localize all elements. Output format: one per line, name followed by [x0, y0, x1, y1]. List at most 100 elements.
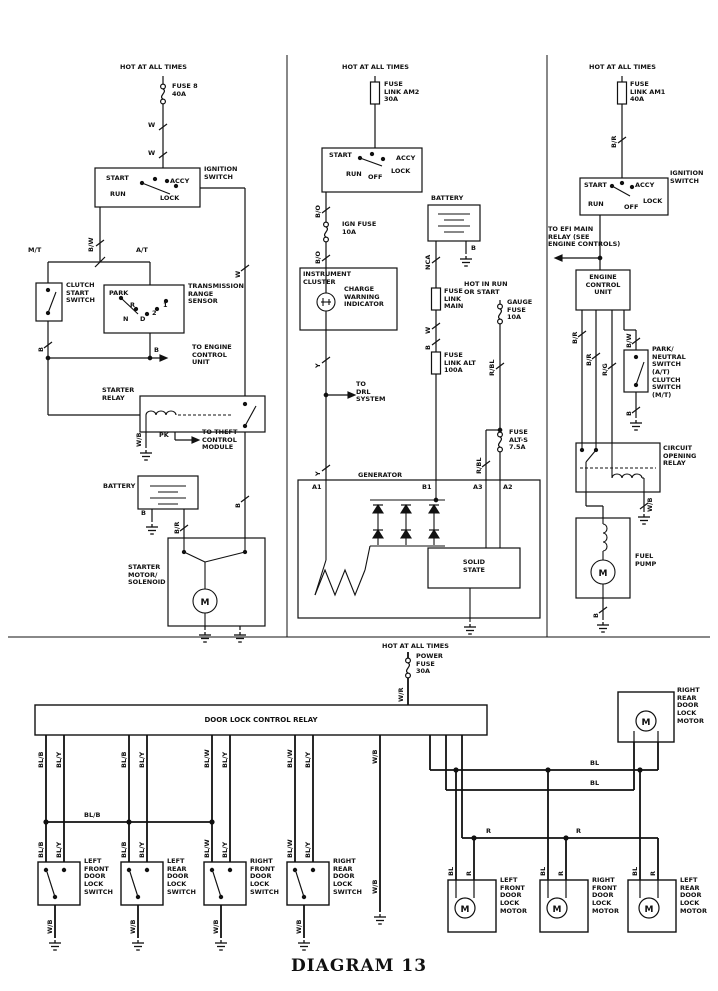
ground-icon [463, 623, 477, 635]
wire-label: BL/B [120, 751, 128, 768]
wire-label: B/O [314, 251, 322, 264]
label-to-engine-control-unit: TO ENGINE CONTROL UNIT [192, 343, 232, 367]
wire-label: Y [314, 363, 322, 368]
fuse-link-am2-icon [369, 81, 381, 105]
wire-label: W/B [371, 749, 379, 765]
wire-label: W [148, 121, 156, 129]
label-park-neutral-switch: PARK/ NEUTRAL SWITCH (A/T) CLUTCH SWITCH… [652, 345, 686, 399]
label-left-front-door-lock-motor: LEFT FRONT DOOR LOCK MOTOR [500, 876, 527, 915]
ground-icon [145, 523, 159, 535]
wire-label: BL/Y [304, 841, 312, 858]
generator-box [297, 479, 541, 619]
fuel-pump-circuit-symbols [553, 81, 656, 633]
label-lock: LOCK [391, 167, 411, 175]
wire-label: B [234, 503, 242, 508]
label-instrument-cluster: INSTRUMENT CLUSTER [303, 270, 352, 286]
label-pos-2: 2 [152, 309, 157, 317]
wire-label: R [649, 870, 657, 876]
generator-internals [314, 480, 501, 622]
wire-label: R [557, 870, 565, 876]
starting-system-symbols [45, 83, 257, 643]
door-lock-symbols [43, 657, 660, 951]
wire-label: BL/B [120, 841, 128, 858]
ignition-switch-box-right [579, 177, 669, 216]
wire-label: R [576, 827, 582, 835]
wire-label: PK [159, 431, 169, 439]
right-front-door-lock-switch-box [203, 861, 247, 906]
wire-label: BL [590, 779, 600, 787]
door-lock-wires [45, 652, 659, 938]
label-start: START [584, 181, 607, 189]
label-off: OFF [368, 173, 383, 181]
right-rear-door-lock-motor-box [617, 691, 675, 743]
wire-label: BL/B [37, 841, 45, 858]
arrow-to-efi-main-relay [553, 254, 563, 262]
wire-label: B [141, 509, 146, 517]
label-to-theft-control-module: TO THEFT CONTROL MODULE [202, 428, 238, 452]
fuel-pump-choke-coil [602, 523, 608, 552]
label-terminal-b1: B1 [422, 483, 432, 491]
label-starter-motor-solenoid: STARTER MOTOR/ SOLENOID [128, 563, 166, 587]
wire-label: BL/Y [138, 751, 146, 768]
left-front-door-lock-switch-box [37, 861, 81, 906]
label-door-lock-control-relay: DOOR LOCK CONTROL RELAY [204, 716, 318, 724]
wire-label: B [37, 347, 45, 352]
label-right-front-door-lock-switch: RIGHT FRONT DOOR LOCK SWITCH [250, 857, 279, 896]
park-neutral-switch-box [623, 349, 649, 393]
label-run: RUN [110, 190, 126, 198]
label-fuse-link-main: FUSE LINK MAIN [444, 287, 464, 311]
wire-label: Y [314, 471, 322, 476]
wire-label: R [486, 827, 492, 835]
ground-icon [48, 939, 62, 951]
label-power-fuse: POWER FUSE 30A [416, 652, 443, 676]
wire-label: BL/Y [221, 751, 229, 768]
wire-label: B [471, 244, 476, 252]
wire-label: R [465, 870, 473, 876]
fuse-8-icon [160, 83, 166, 105]
wire-label: BL/B [84, 811, 101, 819]
engine-control-unit-box [575, 269, 631, 311]
arrow-to-theft-module [191, 436, 201, 444]
label-clutch-start-switch: CLUTCH START SWITCH [66, 281, 95, 305]
battery-box-left [137, 475, 199, 510]
left-rear-door-lock-motor-box [627, 879, 677, 933]
label-fuse-link-am1: FUSE LINK AM1 40A [630, 80, 666, 104]
charge-warning-indicator-icon [316, 292, 336, 312]
ground-icon [637, 513, 651, 525]
wire-label: BL/Y [221, 841, 229, 858]
label-right-front-door-lock-motor: RIGHT FRONT DOOR LOCK MOTOR [592, 876, 619, 915]
arrow-to-engine-control-unit [159, 354, 169, 362]
wire-label: W/B [646, 497, 654, 513]
label-starter-relay: STARTER RELAY [102, 386, 135, 402]
gauge-fuse-icon [497, 303, 503, 325]
wire-label: W/B [129, 919, 137, 935]
wire-label: B/R [571, 331, 579, 344]
wire-label: B [154, 346, 159, 354]
label-battery: BATTERY [103, 482, 136, 490]
ground-icon [629, 419, 643, 431]
left-front-door-lock-motor-icon [454, 897, 476, 919]
label-terminal-a1: A1 [312, 483, 322, 491]
wire-label: NCA [424, 254, 432, 270]
wire-label: B [625, 411, 633, 416]
wire-label: BL/W [203, 839, 211, 858]
door-lock-control-relay-box [34, 704, 488, 736]
left-rear-door-lock-motor-icon [638, 897, 660, 919]
label-to-drl-system: TO DRL SYSTEM [356, 380, 386, 404]
ground-icon [596, 621, 610, 633]
label-left-rear-door-lock-switch: LEFT REAR DOOR LOCK SWITCH [167, 857, 196, 896]
wire-label: W/B [46, 919, 54, 935]
label-fuse-link-am2: FUSE LINK AM2 30A [384, 80, 420, 104]
ground-icon [459, 255, 473, 267]
fuse-alt-s-icon [497, 431, 503, 453]
wire-label: B/W [625, 333, 633, 349]
wire-label: BL/Y [55, 751, 63, 768]
starter-relay-coil [145, 410, 177, 416]
label-circuit-opening-relay: CIRCUIT OPENING RELAY [663, 444, 697, 468]
label-accy: ACCY [170, 177, 190, 185]
wire-label: W [148, 149, 156, 157]
wire-label: B/R [585, 353, 593, 366]
label-start: START [329, 151, 352, 159]
